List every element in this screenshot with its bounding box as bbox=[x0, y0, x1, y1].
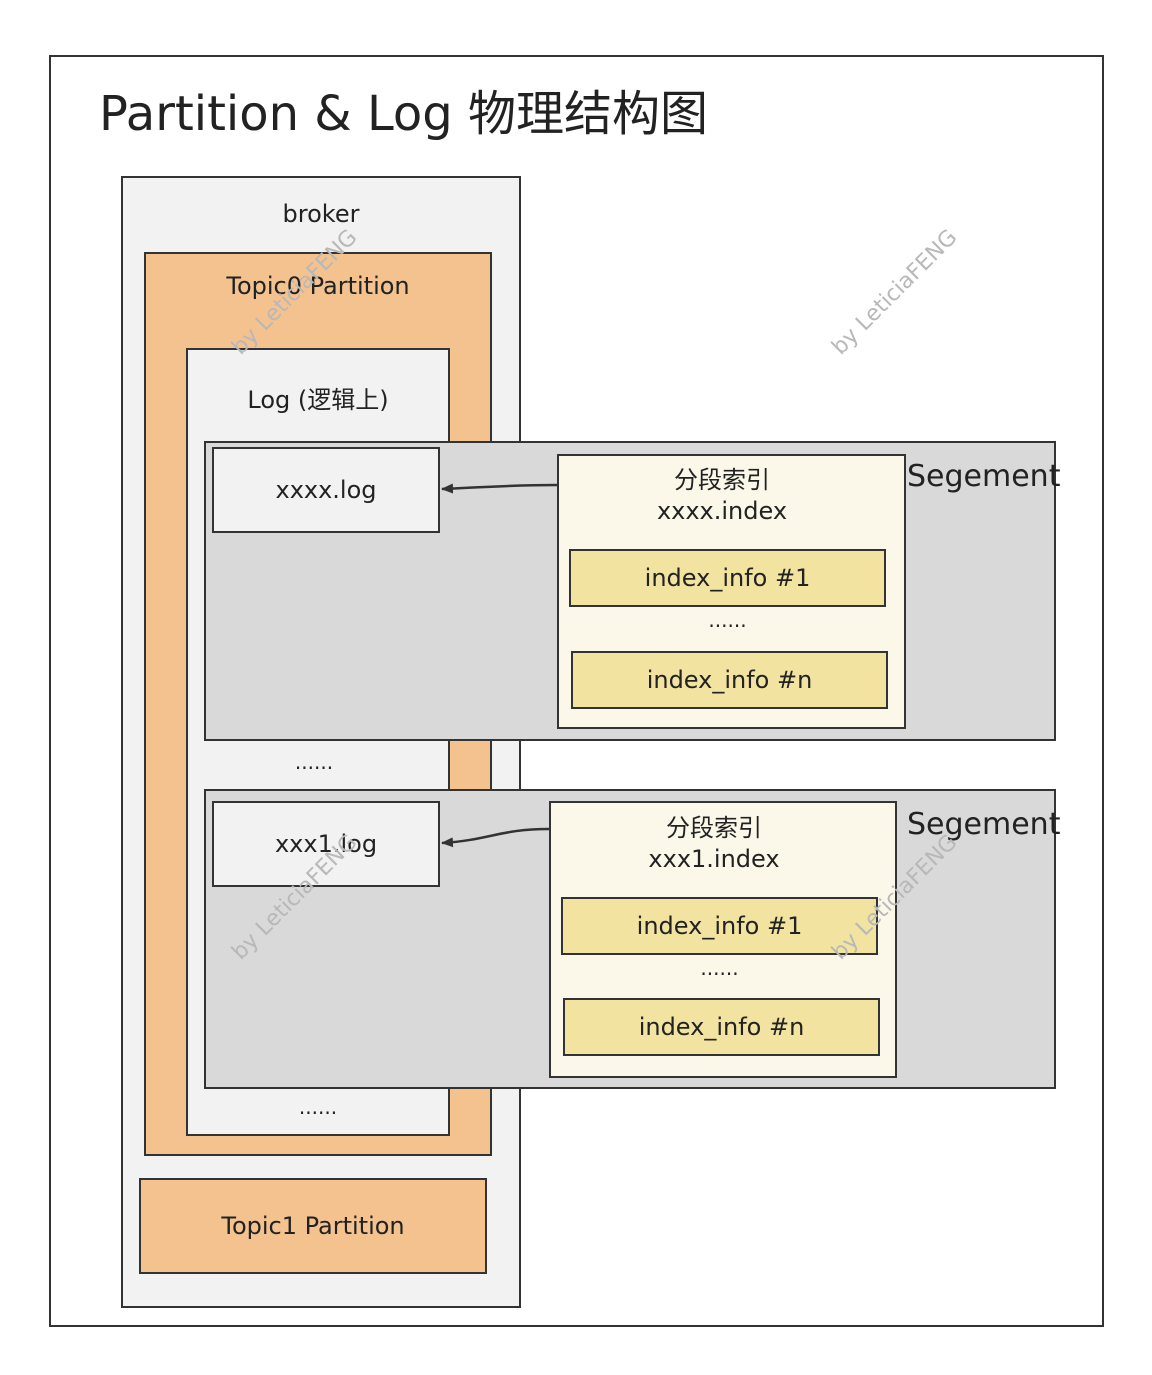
log-label: Log (逻辑上) bbox=[247, 386, 389, 414]
index-ellipsis-2: ...... bbox=[700, 956, 739, 980]
index-info-last-1: index_info #n bbox=[571, 651, 888, 709]
topic1-partition-box: Topic1 Partition bbox=[139, 1178, 487, 1274]
arrow-index-to-log-2 bbox=[441, 827, 550, 848]
index-info-first-2: index_info #1 bbox=[561, 897, 878, 955]
index-file-1: xxxx.index bbox=[656, 497, 788, 525]
segment-label-2: Segement bbox=[907, 807, 1061, 842]
index-title-1: 分段索引 bbox=[674, 466, 770, 494]
log-file-1: xxxx.log bbox=[212, 447, 440, 533]
index-title-2: 分段索引 bbox=[666, 814, 762, 842]
log-file-2: xxx1.log bbox=[212, 801, 440, 887]
arrow-index-to-log-1 bbox=[441, 483, 558, 494]
topic0-partition-label: Topic0 Partition bbox=[226, 272, 410, 300]
segment-ellipsis: ...... bbox=[294, 750, 334, 774]
log-ellipsis: ...... bbox=[298, 1095, 338, 1119]
broker-label: broker bbox=[282, 200, 360, 228]
index-info-first-1: index_info #1 bbox=[569, 549, 886, 607]
index-ellipsis-1: ...... bbox=[708, 608, 747, 632]
diagram-title: Partition & Log 物理结构图 bbox=[99, 86, 708, 142]
index-info-last-2: index_info #n bbox=[563, 998, 880, 1056]
segment-label-1: Segement bbox=[907, 459, 1061, 494]
index-file-2: xxx1.index bbox=[648, 845, 780, 873]
